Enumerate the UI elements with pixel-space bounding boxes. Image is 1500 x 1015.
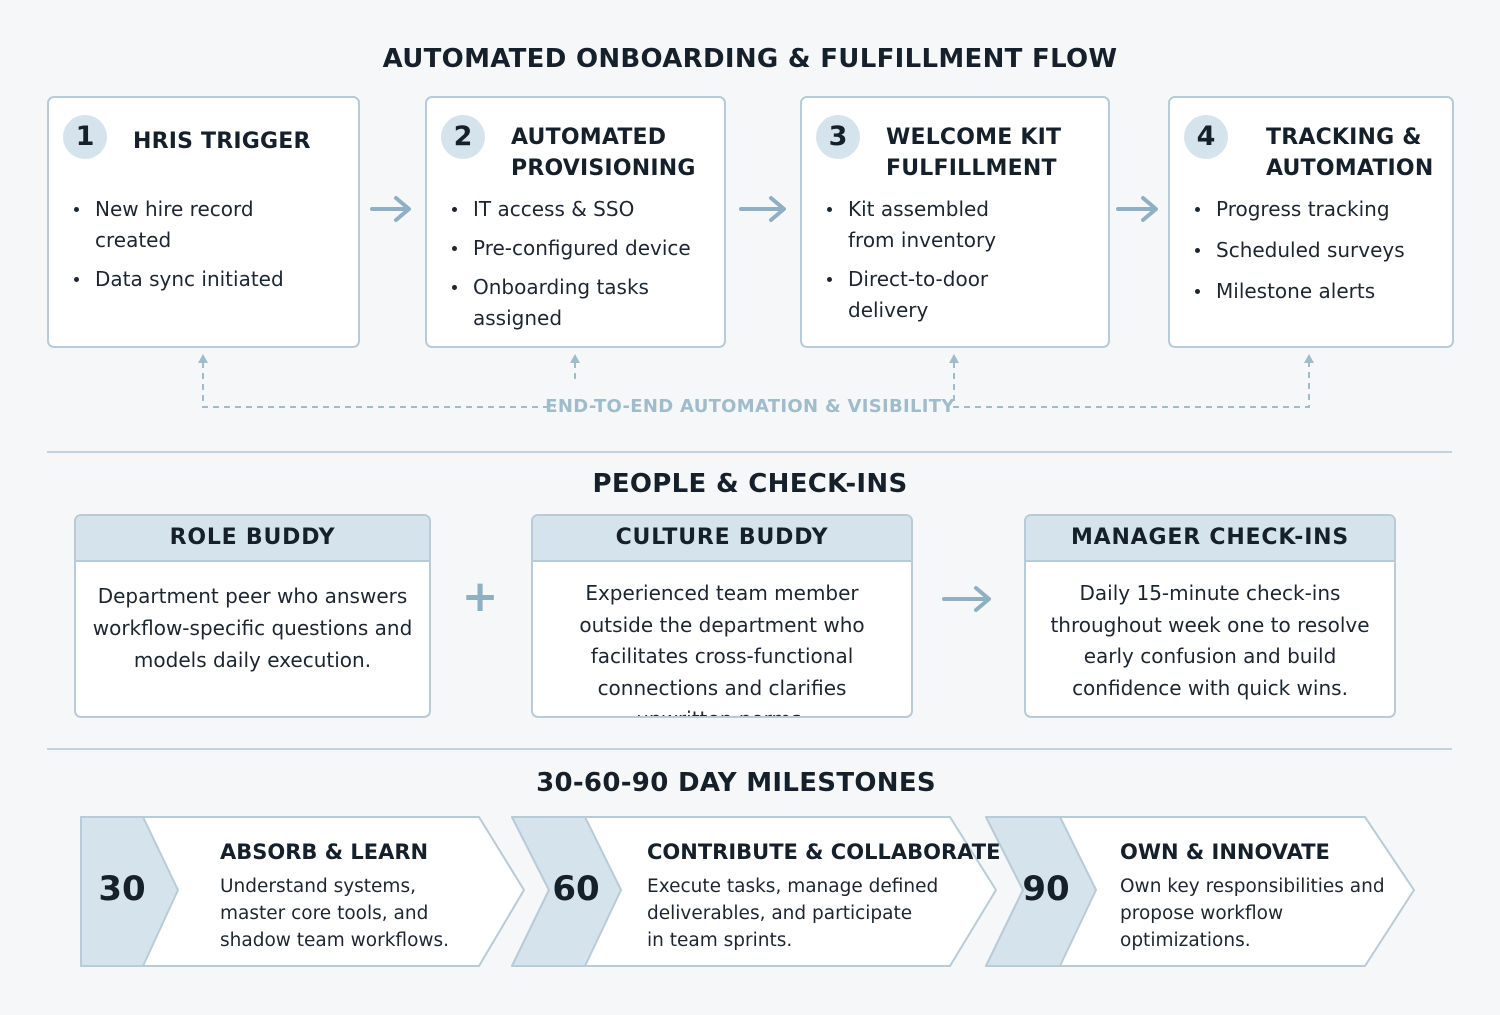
culture-buddy-card: CULTURE BUDDY Experienced team member ou… <box>531 514 913 718</box>
card-description: Experienced team member outside the depa… <box>579 581 865 716</box>
manager-check-ins-card: MANAGER CHECK-INS Daily 15-minute check-… <box>1024 514 1396 718</box>
step-title: AUTOMATED PROVISIONING <box>511 125 696 181</box>
list-item: Scheduled surveys <box>1190 235 1440 266</box>
milestone-day-number: 90 <box>1022 869 1070 909</box>
step-bullet-list: Kit assembled from inventory Direct-to-d… <box>822 194 1096 334</box>
step-number-badge: 1 <box>63 115 107 159</box>
list-item: IT access & SSO <box>447 194 712 225</box>
milestone-title: OWN & INNOVATE <box>1120 840 1330 864</box>
step-number-badge: 2 <box>441 115 485 159</box>
list-item: Data sync initiated <box>69 264 346 295</box>
card-header: ROLE BUDDY <box>76 516 429 562</box>
plus-icon: + <box>461 571 499 622</box>
arrow-right-icon <box>942 586 991 612</box>
milestone-title: CONTRIBUTE & COLLABORATE <box>647 840 1001 864</box>
arrow-up-icon <box>198 354 1314 363</box>
arrow-right-icon <box>739 196 786 222</box>
milestone-day-number: 30 <box>98 869 146 909</box>
people-section-title: PEOPLE & CHECK-INS <box>592 469 908 499</box>
role-buddy-card: ROLE BUDDY Department peer who answers w… <box>74 514 431 718</box>
card-header: MANAGER CHECK-INS <box>1026 516 1394 562</box>
milestone-day-number: 60 <box>552 869 600 909</box>
card-header: CULTURE BUDDY <box>533 516 911 562</box>
flow-section-title: AUTOMATED ONBOARDING & FULFILLMENT FLOW <box>382 44 1118 74</box>
card-description: Department peer who answers workflow-spe… <box>92 584 413 672</box>
list-item: Pre-configured device <box>447 233 712 264</box>
list-item: Direct-to-door delivery <box>822 264 1096 326</box>
milestone-description: Own key responsibilities and propose wor… <box>1120 876 1385 951</box>
feedback-loop-dashed-line <box>202 362 1310 408</box>
milestone-title: ABSORB & LEARN <box>220 840 429 864</box>
milestone-chevrons <box>80 816 1415 967</box>
milestone-description: Understand systems, master core tools, a… <box>220 876 450 951</box>
milestone-30-chevron <box>80 816 525 967</box>
milestone-60-chevron <box>511 816 997 967</box>
arrow-right-icon <box>1116 196 1158 222</box>
section-divider <box>47 748 1452 750</box>
milestones-section-title: 30-60-90 DAY MILESTONES <box>536 768 936 798</box>
milestone-description: Execute tasks, manage defined deliverabl… <box>647 876 939 951</box>
step-card-welcome-kit-fulfillment: 3 WELCOME KIT FULFILLMENT Kit assembled … <box>800 96 1110 348</box>
list-item: New hire record created <box>69 194 346 256</box>
list-item: Kit assembled from inventory <box>822 194 1096 256</box>
step-bullet-list: IT access & SSO Pre-configured device On… <box>447 194 712 342</box>
list-item: Onboarding tasks assigned <box>447 272 712 334</box>
flow-connectors <box>198 196 1314 408</box>
step-title: WELCOME KIT FULFILLMENT <box>886 125 1062 181</box>
step-title: TRACKING & AUTOMATION <box>1266 125 1434 181</box>
list-item: Progress tracking <box>1190 194 1440 225</box>
step-number-badge: 4 <box>1184 115 1228 159</box>
feedback-loop-label: END-TO-END AUTOMATION & VISIBILITY <box>545 396 955 417</box>
arrow-right-icon <box>370 196 411 222</box>
list-item: Milestone alerts <box>1190 276 1440 307</box>
step-card-tracking-automation: 4 TRACKING & AUTOMATION Progress trackin… <box>1168 96 1454 348</box>
step-bullet-list: Progress tracking Scheduled surveys Mile… <box>1190 194 1440 315</box>
step-number-badge: 3 <box>816 115 860 159</box>
step-bullet-list: New hire record created Data sync initia… <box>69 194 346 303</box>
step-title: HRIS TRIGGER <box>133 129 311 154</box>
step-card-hris-trigger: 1 HRIS TRIGGER New hire record created D… <box>47 96 360 348</box>
card-description: Daily 15-minute check-ins throughout wee… <box>1050 581 1370 700</box>
milestone-90-chevron <box>985 816 1415 967</box>
section-divider <box>47 451 1452 453</box>
step-card-automated-provisioning: 2 AUTOMATED PROVISIONING IT access & SSO… <box>425 96 726 348</box>
